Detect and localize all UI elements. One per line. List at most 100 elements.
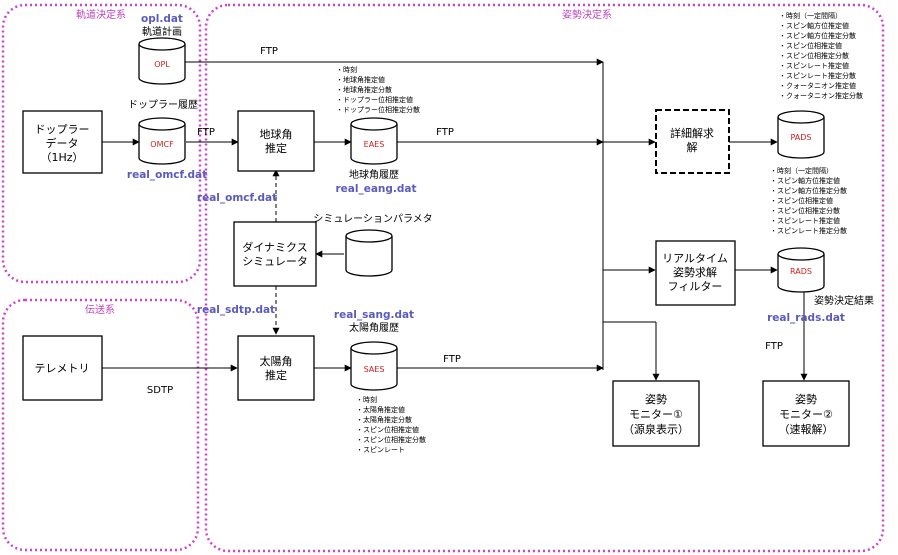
note-saes-4: ・スピン位相推定分散 (356, 435, 426, 444)
note-saes-5: ・スピンレート (356, 446, 405, 454)
region-orbit-title: 軌道決定系 (76, 8, 126, 21)
db-saes-cylinder: SAES (350, 341, 398, 391)
dynamics-line-2: シミュレータ (242, 255, 308, 268)
db-sim-param-cylinder (345, 229, 393, 277)
db-omcf-code: OMCF (150, 140, 174, 149)
sun-angle-line-2: 推定 (265, 368, 287, 382)
box-earth-angle-estimation: 地球角 推定 (237, 110, 315, 172)
monitor2-line-2: モニター② (779, 408, 833, 421)
sun-angle-line-1: 太陽角 (260, 355, 293, 368)
note-pads-3: ・スピン位相推定値 (779, 41, 842, 50)
eaes-file-name: real_eang.dat (335, 183, 416, 195)
note-rads-1: ・スピン軸方位推定値 (770, 176, 840, 185)
doppler-line-1: ドップラー (35, 123, 90, 136)
note-rads-0: ・時刻（一定間隔） (770, 166, 833, 175)
note-pads-4: ・スピン位相推定分散 (779, 51, 849, 60)
realtime-line-1: リアルタイム (662, 252, 728, 265)
opl-file-name: opl.dat (141, 13, 183, 25)
box-dynamics-simulator: ダイナミクス シミュレータ (233, 221, 317, 287)
db-eaes-cylinder: EAES (350, 117, 398, 165)
detail-line-1: 詳細解求 (670, 126, 714, 140)
note-pads-2: ・スピン軸方位推定分散 (779, 31, 856, 40)
note-eaes-2: ・地球角推定分散 (336, 85, 392, 94)
note-rads-2: ・スピン軸方位推定分散 (770, 186, 847, 195)
earth-angle-line-1: 地球角 (260, 127, 293, 141)
db-pads-code: PADS (790, 133, 811, 142)
note-pads-6: ・スピンレート推定分散 (779, 71, 856, 80)
note-pads-8: ・クォータニオン推定分散 (779, 91, 863, 100)
note-rads-5: ・スピンレート推定値 (770, 216, 840, 225)
notes-eaes: ・時刻 ・地球角推定値 ・地球角推定分散 ・ドップラー位相推定値 ・ドップラー位… (336, 65, 420, 114)
note-saes-2: ・太陽角推定分散 (356, 415, 412, 424)
db-opl-code: OPL (154, 60, 170, 69)
note-eaes-4: ・ドップラー位相推定分散 (336, 105, 420, 114)
saes-file-name: real_sang.dat (334, 309, 414, 321)
note-saes-3: ・スピン位相推定値 (356, 425, 419, 434)
box-telemetry: テレメトリ (22, 335, 103, 401)
monitor2-line-3: （速報解） (779, 422, 834, 436)
note-saes-1: ・太陽角推定値 (356, 405, 405, 414)
doppler-line-2: データ (46, 136, 79, 150)
note-pads-5: ・スピンレート推定値 (779, 61, 849, 70)
realtime-line-2: 姿勢求解 (673, 265, 717, 279)
region-transmission-title: 伝送系 (85, 303, 115, 316)
omcf-caption: ドップラー履歴 (128, 99, 198, 111)
box-doppler-data: ドップラー データ （1Hz） (22, 110, 103, 174)
box-attitude-monitor-1: 姿勢 モニター① （源泉表示） (612, 380, 700, 447)
eaes-caption: 地球角履歴 (349, 168, 399, 181)
note-eaes-1: ・地球角推定値 (336, 75, 385, 84)
note-rads-3: ・スピン位相推定値 (770, 196, 833, 205)
dynamics-line-1: ダイナミクス (242, 240, 307, 254)
earth-angle-line-2: 推定 (265, 141, 287, 155)
opl-caption: 軌道計画 (142, 25, 182, 38)
db-eaes-code: EAES (364, 140, 385, 149)
notes-rads: ・時刻（一定間隔） ・スピン軸方位推定値 ・スピン軸方位推定分散 ・スピン位相推… (770, 166, 847, 235)
db-rads-code: RADS (790, 267, 812, 276)
db-omcf-cylinder: OMCF (138, 117, 186, 165)
rads-caption: 姿勢決定結果 (814, 294, 874, 307)
sdtp-file-name: real_sdtp.dat (197, 304, 275, 316)
note-rads-6: ・スピンレート推定分散 (770, 226, 847, 235)
monitor1-line-3: （源泉表示） (623, 422, 689, 436)
ftp-label-eaes: FTP (436, 127, 454, 138)
ftp-label-saes: FTP (443, 354, 461, 365)
note-eaes-0: ・時刻 (336, 65, 357, 74)
omcf-file-name-2: real_omcf.dat (197, 192, 277, 204)
monitor1-line-2: モニター① (629, 408, 683, 421)
monitor2-line-1: 姿勢 (795, 392, 817, 406)
box-detailed-solution: 詳細解求 解 (655, 109, 730, 174)
note-eaes-3: ・ドップラー位相推定値 (336, 95, 413, 104)
saes-caption: 太陽角履歴 (349, 321, 399, 334)
db-saes-code: SAES (364, 365, 385, 374)
notes-pads: ・時刻（一定間隔） ・スピン軸方位推定値 ・スピン軸方位推定分散 ・スピン位相推… (779, 11, 863, 100)
monitor1-line-1: 姿勢 (645, 392, 667, 406)
db-rads-cylinder: RADS (777, 247, 825, 293)
ftp-label-omcf: FTP (197, 127, 215, 138)
box-realtime-filter: リアルタイム 姿勢求解 フィルター (655, 240, 736, 306)
region-orbit-determination: 軌道決定系 (1, 3, 202, 284)
ftp-label-opl: FTP (260, 46, 278, 57)
db-pads-cylinder: PADS (777, 110, 825, 159)
region-attitude-determination: 姿勢決定系 (204, 3, 885, 553)
note-saes-0: ・時刻 (356, 395, 377, 404)
note-pads-7: ・クォータニオン推定値 (779, 81, 856, 90)
region-attitude-title: 姿勢決定系 (562, 8, 612, 21)
omcf-file-name: real_omcf.dat (127, 169, 207, 181)
region-transmission: 伝送系 (1, 298, 200, 552)
note-pads-0: ・時刻（一定間隔） (779, 11, 842, 20)
note-pads-1: ・スピン軸方位推定値 (779, 21, 849, 30)
box-sun-angle-estimation: 太陽角 推定 (237, 335, 315, 401)
db-opl-cylinder: OPL (138, 37, 186, 85)
connectors (102, 58, 808, 381)
sdtp-label: SDTP (147, 385, 173, 396)
box-attitude-monitor-2: 姿勢 モニター② （速報解） (762, 380, 850, 447)
detail-line-2: 解 (687, 140, 698, 154)
telemetry-label: テレメトリ (35, 362, 90, 375)
ftp-label-rads: FTP (765, 341, 783, 352)
rads-file-name: real_rads.dat (767, 312, 845, 324)
notes-saes: ・時刻 ・太陽角推定値 ・太陽角推定分散 ・スピン位相推定値 ・スピン位相推定分… (356, 395, 426, 454)
realtime-line-3: フィルター (668, 280, 723, 293)
doppler-line-3: （1Hz） (40, 151, 83, 164)
note-rads-4: ・スピン位相推定分散 (770, 206, 840, 215)
